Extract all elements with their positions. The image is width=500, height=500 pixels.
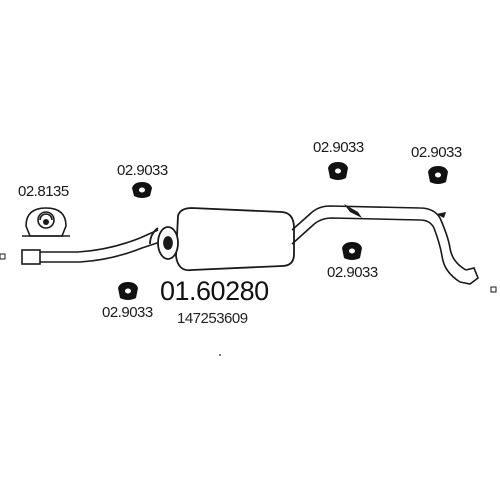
pipe-bracket-1 (344, 204, 362, 218)
hanger-icon-top-middle (328, 162, 348, 180)
hanger-top-left-label: 02.9033 (117, 162, 168, 179)
hanger-icon-middle-right (342, 242, 362, 260)
main-part-code: 01.60280 (160, 276, 269, 306)
hanger-icon-bottom-left (118, 282, 138, 300)
hanger-top-middle-label: 02.9033 (313, 139, 364, 156)
pipe-bracket-2 (436, 212, 446, 218)
hanger-icon-top-right (428, 166, 448, 184)
hanger-middle-right-label: 02.9033 (327, 264, 378, 281)
stray-dot (219, 354, 221, 356)
hanger-icon-top-left (132, 182, 152, 198)
clamp-icon (22, 207, 70, 237)
hanger-top-right-label: 02.9033 (411, 144, 462, 161)
main-part-reference: 147253609 (177, 310, 248, 327)
tail-pipe (291, 205, 479, 285)
muffler (149, 207, 295, 272)
front-end-marker (0, 253, 6, 260)
front-pipe (21, 229, 161, 265)
clamp-front-label: 02.8135 (18, 183, 69, 200)
rear-end-marker (490, 286, 497, 293)
hanger-bottom-left-label: 02.9033 (102, 304, 153, 321)
